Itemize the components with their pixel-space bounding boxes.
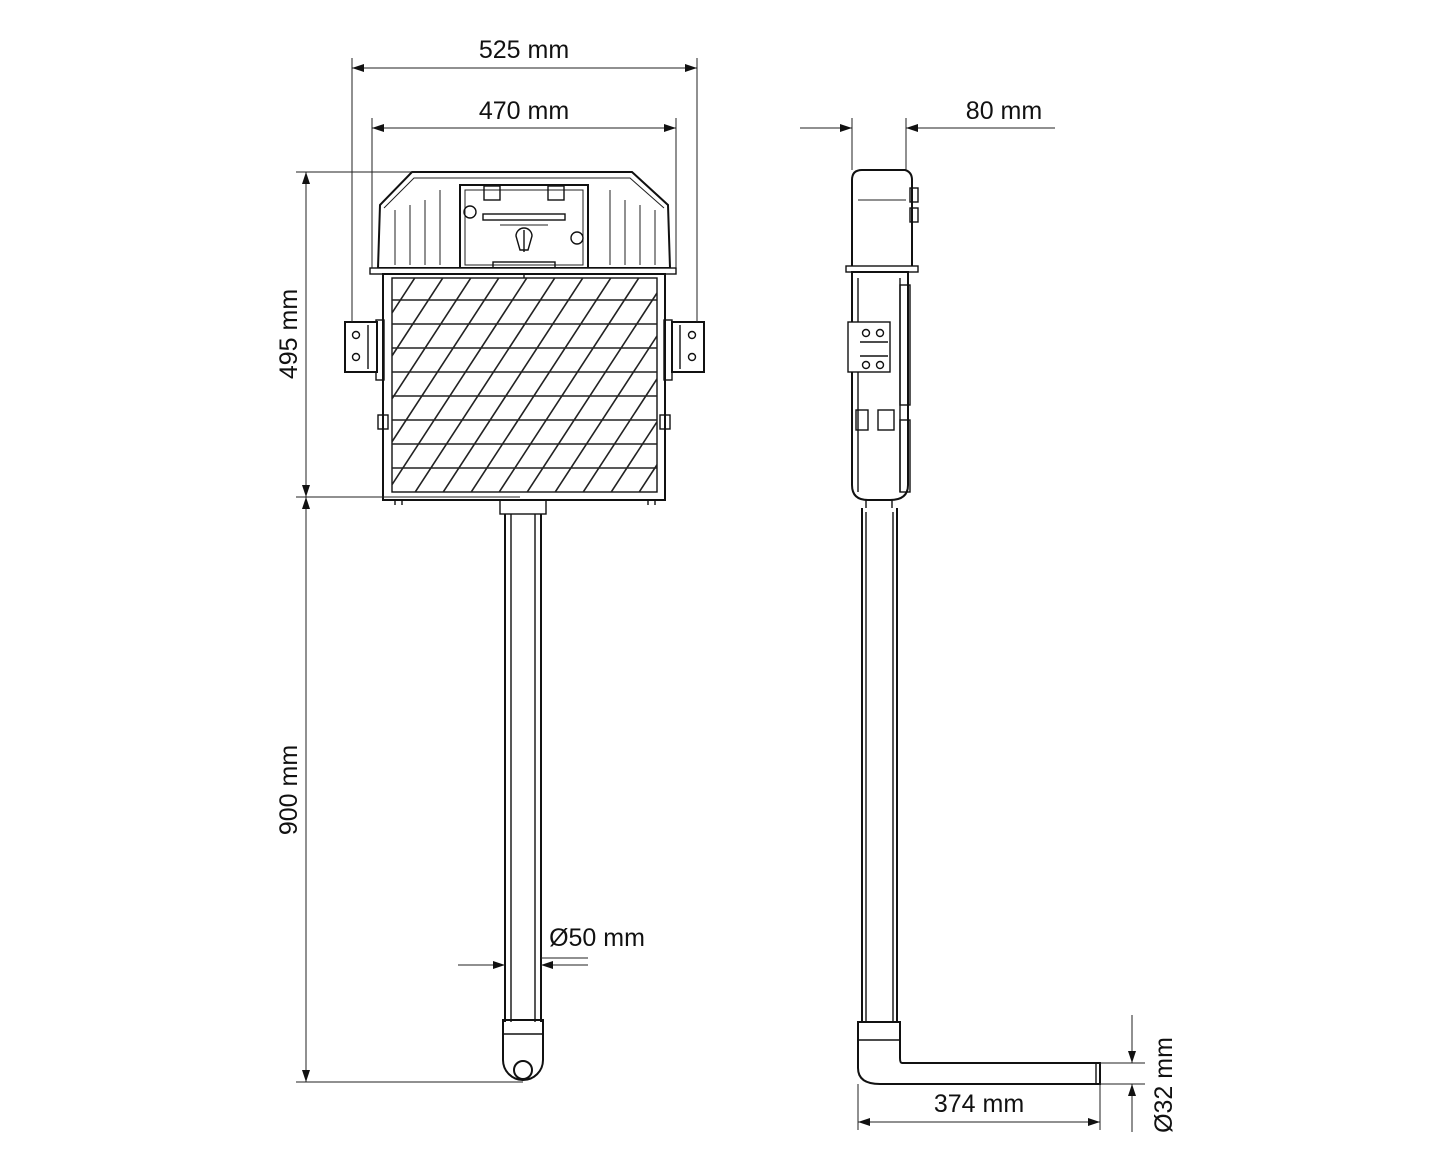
front-cistern-body [375, 273, 673, 505]
front-flush-pipe [499, 499, 547, 1081]
dim-label-cistern-height: 495 mm [275, 289, 303, 379]
dim-label-pipe-diameter: Ø50 mm [549, 924, 645, 952]
dim-label-pipe-length: 900 mm [275, 745, 303, 835]
dim-label-depth: 80 mm [966, 97, 1042, 125]
front-right-bracket [671, 321, 705, 373]
front-hatching [392, 278, 657, 492]
front-view [344, 171, 705, 1081]
dim-label-frame-width: 470 mm [479, 97, 569, 125]
side-view [845, 169, 1101, 1085]
side-flush-pipe [857, 508, 1101, 1085]
dim-label-outlet-length: 374 mm [934, 1090, 1024, 1118]
dim-label-overall-width: 525 mm [479, 36, 569, 64]
dimension-labels: 525 mm 470 mm 80 mm 495 mm 900 mm Ø50 mm… [275, 36, 1178, 1133]
dimension-lines [296, 58, 1145, 1132]
dim-label-outlet-diameter: Ø32 mm [1150, 1037, 1178, 1133]
front-cistern-lid [369, 171, 677, 278]
front-left-bracket [344, 321, 378, 373]
